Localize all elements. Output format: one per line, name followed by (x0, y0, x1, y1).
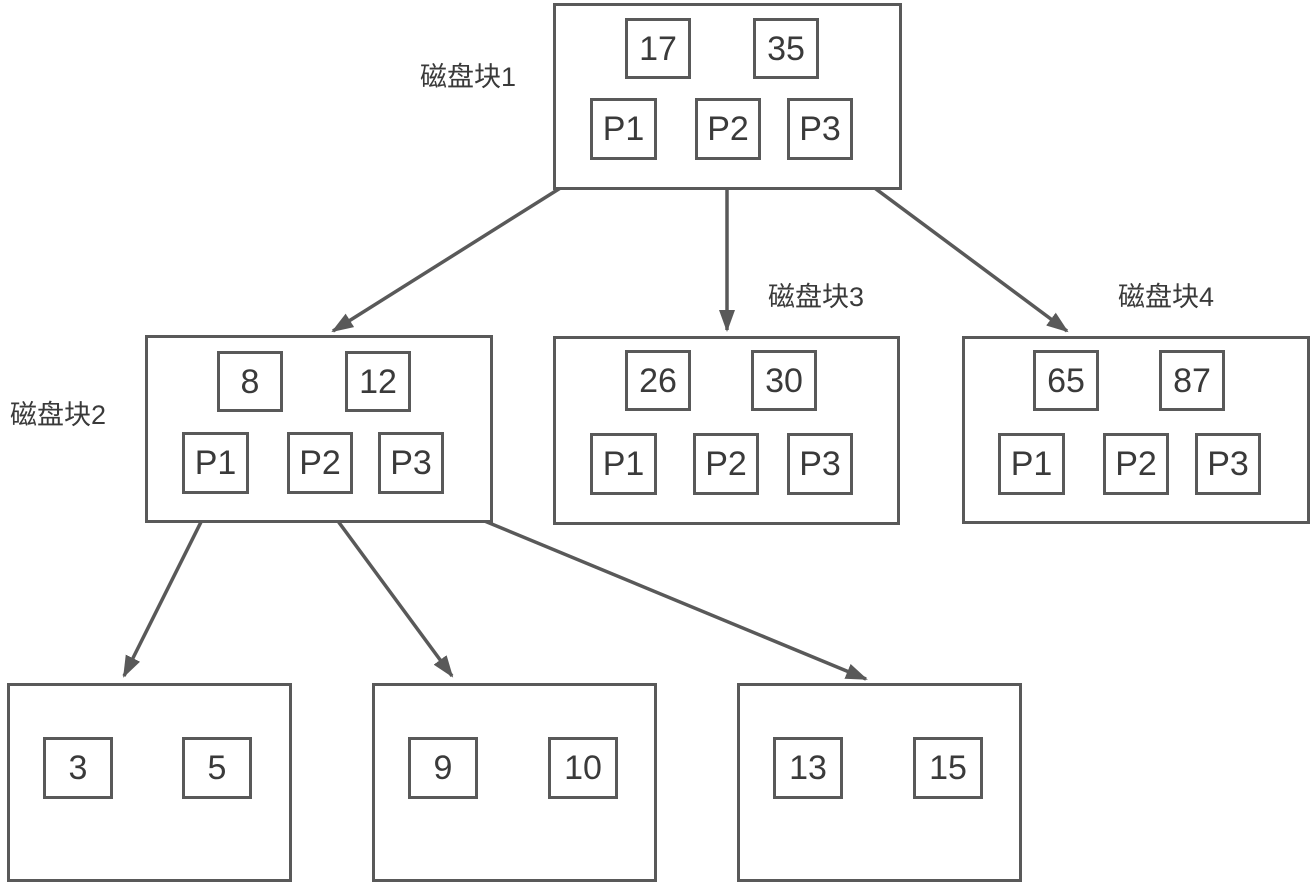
pointer-cell: P1 (590, 433, 657, 495)
leaf-block-2: 9 10 (372, 683, 657, 882)
pointer-cell: P2 (1103, 433, 1169, 495)
disk-block-4: 65 87 P1 P2 P3 (962, 336, 1310, 524)
pointer-cell: P1 (590, 98, 657, 160)
leaf-block-3: 13 15 (737, 683, 1022, 882)
pointer-cell: P3 (1195, 433, 1261, 495)
disk-block-4-label: 磁盘块4 (1118, 282, 1215, 312)
key-cell: 15 (913, 737, 983, 799)
disk-block-2-label: 磁盘块2 (10, 400, 107, 430)
pointer-cell: P2 (287, 432, 353, 494)
pointer-cell: P3 (378, 432, 444, 494)
key-cell: 87 (1159, 350, 1225, 411)
pointer-cell: P2 (693, 433, 759, 495)
leaf-block-1: 3 5 (7, 683, 292, 882)
pointer-cell: P1 (182, 432, 249, 494)
key-cell: 35 (753, 18, 819, 79)
key-cell: 3 (43, 737, 113, 799)
pointer-cell: P1 (998, 433, 1065, 495)
disk-block-1: 17 35 P1 P2 P3 (553, 3, 902, 190)
disk-block-2: 8 12 P1 P2 P3 (145, 335, 493, 523)
disk-block-3-label: 磁盘块3 (768, 282, 865, 312)
key-cell: 30 (751, 350, 817, 411)
key-cell: 9 (408, 737, 478, 799)
disk-block-3: 26 30 P1 P2 P3 (553, 336, 900, 525)
key-cell: 13 (773, 737, 843, 799)
key-cell: 5 (182, 737, 252, 799)
key-cell: 10 (548, 737, 618, 799)
key-cell: 65 (1033, 350, 1099, 411)
pointer-cell: P3 (787, 433, 853, 495)
key-cell: 26 (625, 350, 691, 411)
key-cell: 8 (217, 351, 283, 412)
disk-block-1-label: 磁盘块1 (420, 62, 517, 92)
key-cell: 12 (345, 351, 411, 412)
pointer-cell: P2 (695, 98, 761, 160)
key-cell: 17 (625, 18, 691, 79)
pointer-cell: P3 (787, 98, 853, 160)
